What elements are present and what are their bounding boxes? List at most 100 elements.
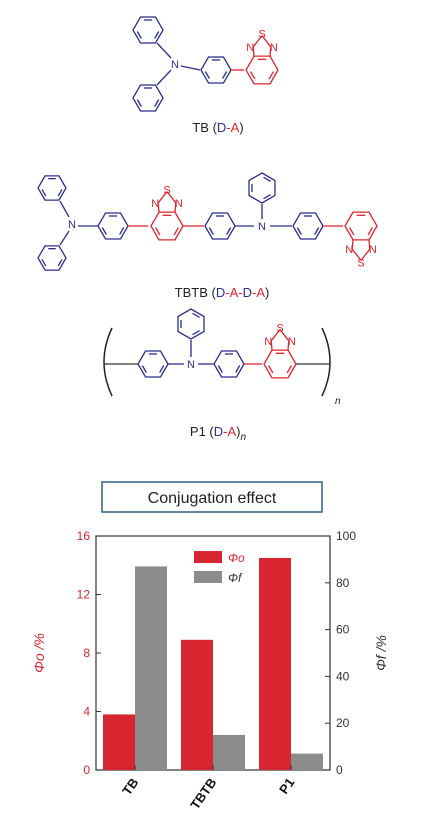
bond [59, 230, 70, 246]
double-bond [208, 227, 214, 235]
double-bond [155, 227, 161, 236]
double-bond [263, 194, 271, 200]
bond [287, 340, 290, 351]
double-bond [235, 365, 241, 373]
double-bond [136, 31, 142, 39]
atom-s: S [357, 257, 364, 269]
atom-n: N [264, 336, 272, 348]
phenyl-ring-3 [97, 212, 129, 240]
y2-axis-title: Φf /% [373, 635, 389, 671]
atom-n: N [187, 359, 195, 371]
atom-s: S [258, 29, 265, 41]
phenyl-ring-6 [292, 212, 324, 240]
atom-n: N [246, 42, 254, 54]
phenyl-ring-1 [37, 175, 67, 201]
atom-n: N [369, 244, 377, 256]
bond [252, 35, 263, 48]
bond [261, 35, 272, 48]
double-bond [217, 365, 223, 373]
bar-phi-o [181, 639, 213, 770]
bar-phi-f [291, 753, 323, 770]
atom-n: N [345, 244, 353, 256]
atom-n: N [270, 42, 278, 54]
atom-n: N [68, 219, 76, 231]
bond [279, 329, 290, 342]
double-bond [192, 312, 200, 318]
double-bond [136, 99, 142, 107]
phenyl-ring-5 [248, 172, 276, 204]
double-bond [101, 227, 107, 235]
phenyl-ring-1 [137, 350, 169, 378]
bond [270, 329, 281, 342]
double-bond [268, 365, 274, 374]
x-tick-label: TBTB [187, 775, 219, 812]
double-bond [119, 227, 125, 235]
atom-n: N [171, 59, 179, 71]
benzothiadiazole-ring-2 [344, 211, 378, 241]
bond [368, 239, 371, 250]
y-axis-title: Φo /% [31, 633, 47, 673]
y2-tick-label: 80 [336, 576, 350, 590]
atom-n: N [288, 336, 296, 348]
bond [351, 248, 362, 261]
bond [156, 69, 172, 86]
bond [360, 248, 371, 261]
double-bond [367, 227, 373, 236]
bond [252, 46, 255, 57]
phenyl-ring-3 [213, 350, 245, 378]
double-bond [204, 71, 210, 79]
y2-tick-label: 0 [336, 763, 343, 777]
double-bond [57, 189, 63, 197]
bracket-left [103, 327, 113, 397]
bar-phi-o [103, 714, 135, 770]
legend-label: Φo [228, 551, 245, 565]
bond [270, 340, 273, 351]
molecule-labels: TB (D-A)TBTB (D-A-D-A)P1 (D-A)n [175, 120, 270, 443]
molecule-label-p1: P1 (D-A)n [190, 424, 247, 443]
bond [157, 191, 168, 204]
bond [157, 202, 160, 213]
bar-phi-f [135, 566, 167, 770]
double-bond [226, 227, 232, 235]
double-bond [263, 176, 271, 182]
double-bond [141, 365, 147, 373]
atom-n: N [258, 221, 266, 233]
double-bond [349, 227, 355, 236]
bracket-right [321, 327, 331, 397]
double-bond [159, 365, 165, 373]
bond [59, 200, 70, 218]
double-bond [268, 71, 274, 80]
y-tick-label: 4 [83, 705, 90, 719]
bond [156, 42, 172, 59]
y-tick-label: 8 [83, 646, 90, 660]
y2-tick-label: 40 [336, 669, 350, 683]
y2-tick-label: 60 [336, 623, 350, 637]
atom-s: S [163, 185, 170, 197]
double-bond [296, 227, 302, 235]
bar-phi-f [213, 734, 245, 770]
double-bond [154, 99, 160, 107]
benzothiadiazole-ring [245, 55, 279, 85]
repeat-subscript: n [335, 396, 341, 407]
double-bond [57, 259, 63, 267]
double-bond [173, 227, 179, 236]
phenyl-ring-top [132, 16, 164, 44]
bond [174, 202, 177, 213]
molecule-label-tbtb: TBTB (D-A-D-A) [175, 285, 270, 300]
phenyl-ring-bridge [200, 56, 232, 84]
y-tick-label: 0 [83, 763, 90, 777]
legend-label: Φf [228, 571, 243, 585]
x-tick-label: P1 [276, 775, 297, 797]
y-tick-label: 12 [77, 588, 91, 602]
atom-n: N [175, 198, 183, 210]
y-tick-label: 16 [77, 529, 91, 543]
atom-s: S [276, 323, 283, 335]
bond [180, 65, 201, 71]
phenyl-ring-4 [204, 212, 236, 240]
phenyl-ring-2 [177, 308, 205, 340]
x-tick-label: TB [119, 775, 141, 798]
